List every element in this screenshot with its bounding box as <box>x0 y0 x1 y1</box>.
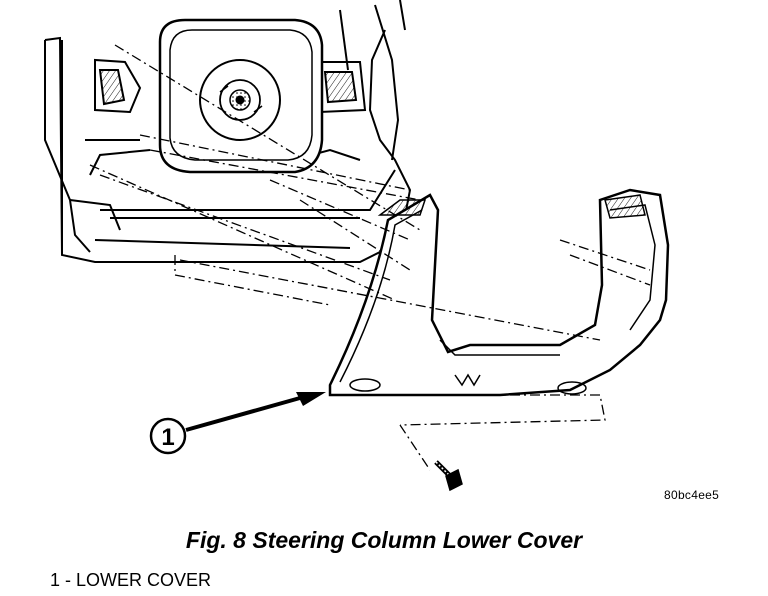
figure-caption: Fig. 8 Steering Column Lower Cover <box>185 527 583 553</box>
callout-circle <box>149 417 187 455</box>
image-code: 80bc4ee5 <box>664 488 720 502</box>
callout-arrow <box>185 396 301 432</box>
steering-column-diagram: 1 <box>44 0 670 492</box>
callout-number: 1 <box>161 424 174 451</box>
steering-wheel-hub <box>158 18 324 174</box>
callout-arrowhead <box>296 392 326 406</box>
instrument-panel <box>44 0 412 263</box>
alignment-lines <box>89 44 651 471</box>
mounting-screw <box>434 460 463 492</box>
lower-cover <box>328 188 670 397</box>
callout-1: 1 <box>149 392 326 455</box>
legend-item-lower-cover: 1 - LOWER COVER <box>50 570 212 590</box>
